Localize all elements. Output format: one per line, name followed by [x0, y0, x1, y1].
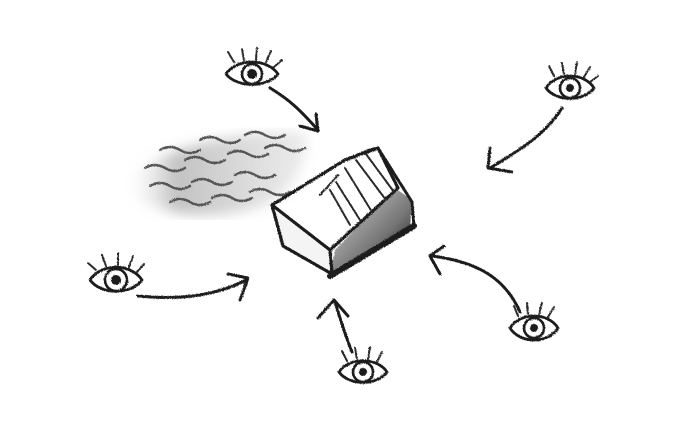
- arrow-left: [136, 272, 250, 302]
- arrow-bottom: [316, 298, 354, 354]
- arrow-top-left: [268, 86, 320, 133]
- eye-icon: [337, 346, 389, 384]
- smoke-trail-icon: [120, 130, 307, 216]
- eye-icon: [508, 302, 560, 342]
- arrow-bottom-right: [428, 244, 522, 314]
- eye-icon: [544, 61, 599, 100]
- eye-icon: [224, 47, 283, 86]
- eye-icon: [87, 252, 145, 293]
- greenhouse-box-icon: [270, 146, 417, 279]
- arrow-top-right: [486, 106, 564, 174]
